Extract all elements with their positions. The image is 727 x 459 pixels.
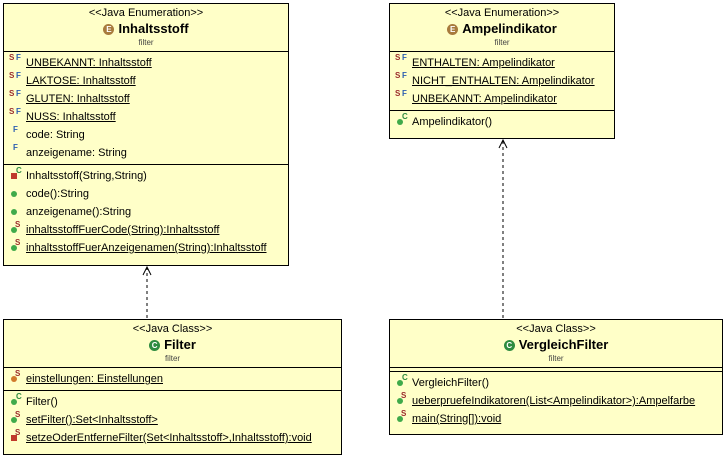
class-box-inhaltsstoff[interactable]: <<Java Enumeration>> E Inhaltsstoff filt…	[3, 3, 289, 266]
public-method-icon	[9, 188, 23, 200]
class-icon: C	[149, 339, 161, 351]
static-method-icon: S	[9, 220, 23, 236]
class-name: Ampelindikator	[462, 21, 557, 36]
public-method-icon	[9, 206, 23, 218]
attributes-section	[390, 367, 722, 371]
stereotype: <<Java Class>>	[516, 323, 596, 335]
class-name: Inhaltsstoff	[118, 21, 189, 36]
private-constructor-icon: C	[9, 166, 23, 182]
static-method-icon: S	[9, 410, 23, 426]
method[interactable]: code():String	[4, 185, 288, 203]
final-field-icon: F	[13, 143, 18, 152]
class-box-vergleichfilter[interactable]: <<Java Class>> C VergleichFilter filter …	[389, 319, 723, 435]
constructor-icon: C	[395, 373, 409, 389]
constructor-icon: C	[9, 392, 23, 408]
final-field-icon: F	[13, 125, 18, 134]
static-method-icon: S	[395, 409, 409, 425]
enum-icon: E	[447, 23, 459, 35]
method[interactable]: anzeigename():String	[4, 203, 288, 221]
package-name: filter	[138, 38, 154, 47]
static-method-icon: S	[395, 391, 409, 407]
class-name: VergleichFilter	[518, 337, 609, 352]
package-name: filter	[494, 38, 510, 47]
class-name: Filter	[164, 337, 196, 352]
arrowhead-inhaltsstoff	[142, 265, 152, 276]
stereotype: <<Java Enumeration>>	[88, 7, 204, 19]
class-box-ampelindikator[interactable]: <<Java Enumeration>> E Ampelindikator fi…	[389, 3, 615, 139]
stereotype: <<Java Enumeration>>	[444, 7, 560, 19]
arrowhead-ampelindikator	[498, 138, 508, 149]
enum-icon: E	[103, 23, 115, 35]
class-header: <<Java Enumeration>> E Inhaltsstoff filt…	[4, 4, 288, 51]
package-name: filter	[164, 354, 181, 363]
private-static-method-icon: S	[9, 428, 23, 444]
class-header: <<Java Class>> C VergleichFilter filter	[390, 320, 722, 367]
class-icon: C	[503, 339, 515, 351]
stereotype: <<Java Class>>	[132, 323, 213, 335]
class-header: <<Java Enumeration>> E Ampelindikator fi…	[390, 4, 614, 51]
static-field-icon: S	[9, 369, 23, 385]
static-method-icon: S	[9, 238, 23, 254]
class-header: <<Java Class>> C Filter filter	[4, 320, 341, 367]
package-name: filter	[548, 354, 564, 363]
constructor-icon: C	[395, 112, 409, 128]
